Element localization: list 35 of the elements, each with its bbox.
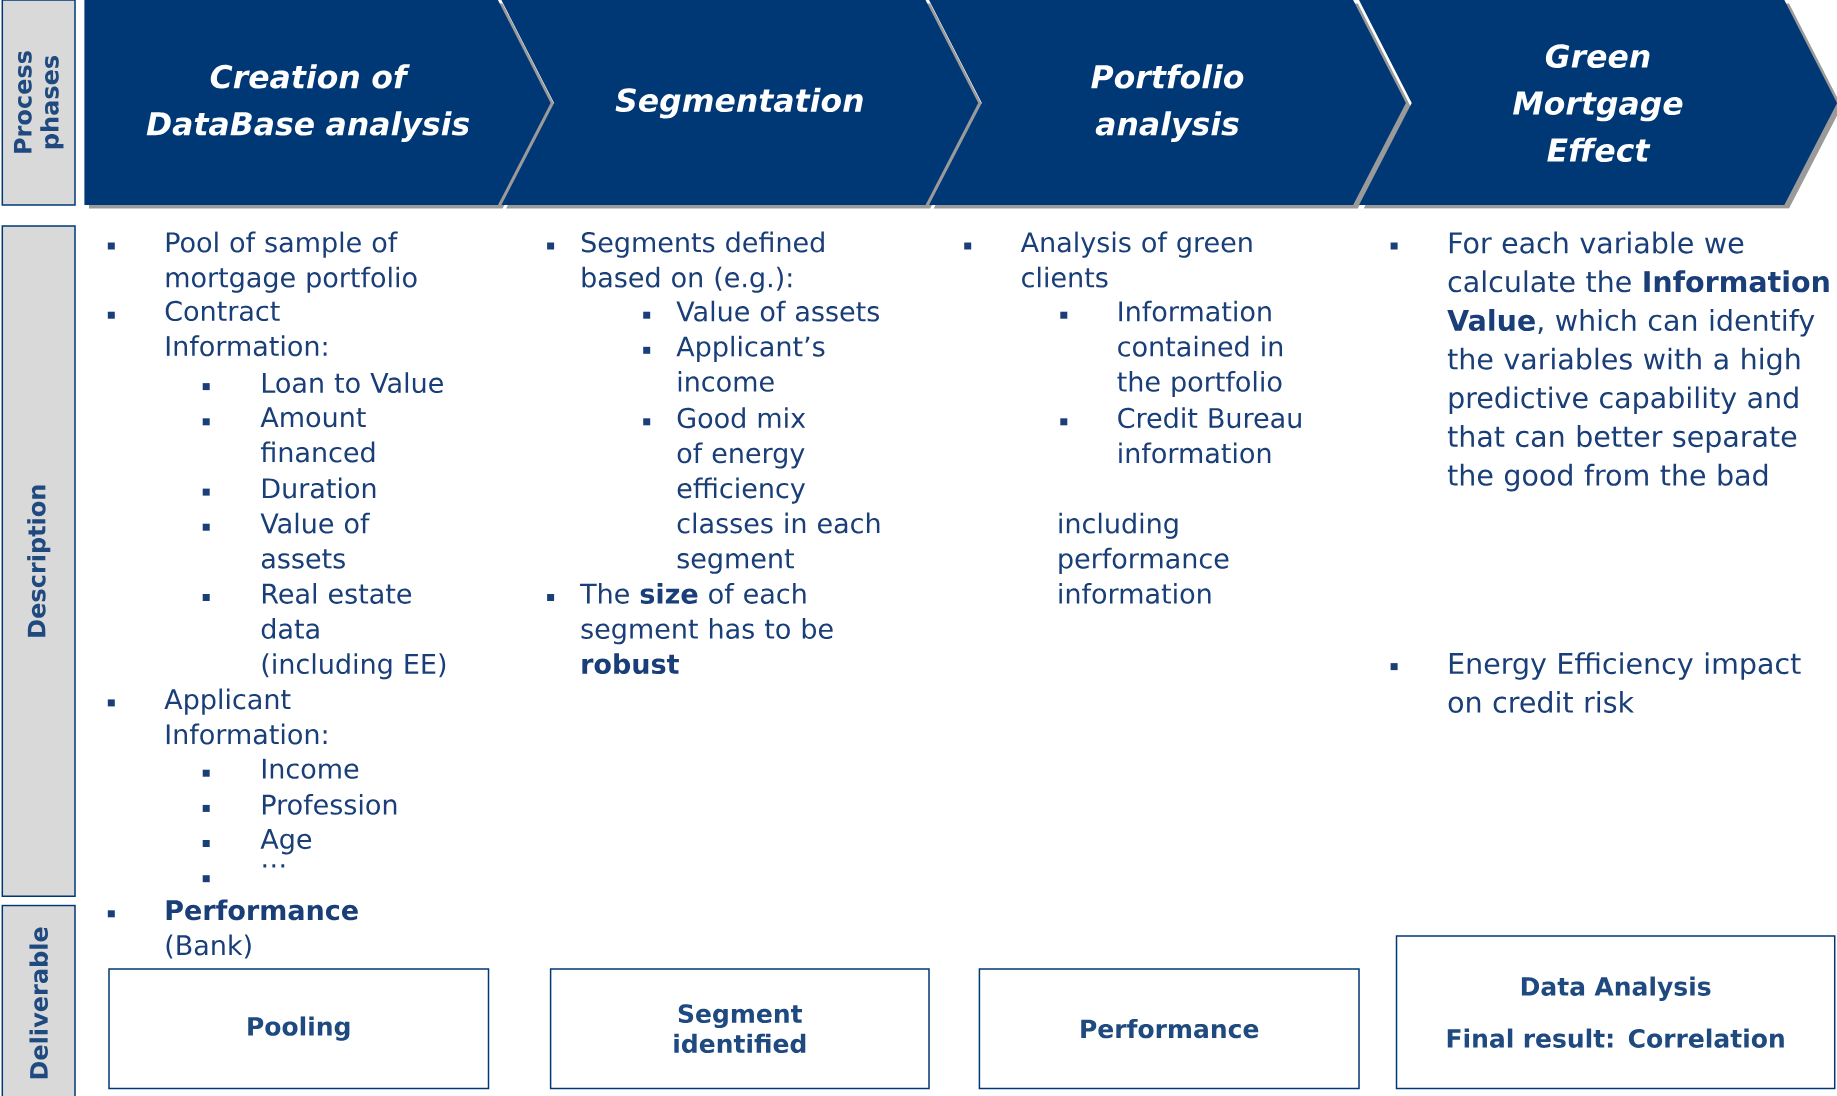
side-band: Process phases [1, 0, 76, 206]
phase-header: Green Mortgage Effect [1359, 0, 1837, 209]
bullet-text: For each variable we calculate the Information Value, which can identify the variables with a high predictive capability and that can better separate the good from the bad [1447, 231, 1829, 492]
bullet-text: Analysis of green clients [1020, 231, 1252, 288]
node-label: Segmentation [615, 87, 863, 119]
deliverable-box: Segment identified [549, 968, 930, 1090]
phase-header: Segmentation [501, 0, 983, 209]
bullet-text: Credit Bureau information [1118, 407, 1301, 464]
bullet-text: Value of assets [676, 300, 879, 322]
phase-header: Portfolio analysis [929, 0, 1411, 209]
bullet-text: Contract Information: [165, 300, 327, 357]
bullet-text: Value of assets [260, 512, 370, 569]
bullet-text: Loan to Value [262, 372, 443, 394]
bullet-text: Applicant Information: [164, 688, 327, 745]
bullet-text: including performance information [1059, 512, 1229, 604]
bullet-text: Duration [262, 477, 376, 499]
phase-header: Creation of DataBase analysis [84, 0, 556, 209]
bullet-text: Income [262, 758, 359, 779]
side-band: Deliverable [1, 904, 76, 1096]
deliverable-box: Data Analysis Final result: Correlation [1395, 935, 1836, 1090]
bullet-text: Age [260, 829, 312, 855]
bullet-text: … [263, 864, 285, 868]
bullet-text: The size of each segment has to be robust [580, 583, 833, 675]
bullet-text: Real estate data (including EE) [261, 583, 446, 680]
bullet-text: Applicant’s income [676, 335, 825, 392]
bullet-text: Profession [262, 793, 397, 815]
deliverable-box: Performance [978, 968, 1360, 1090]
bullet-text: Energy Efficiency impact on credit risk [1448, 652, 1801, 713]
node-label: Green Mortgage Effect [1513, 44, 1683, 163]
deliverable-box: Pooling [108, 968, 490, 1090]
bullet-text: Information contained in the portfolio [1117, 300, 1283, 398]
bullet-text: Amount financed [260, 407, 375, 463]
side-band: Description [1, 225, 76, 897]
bullet-text: Segments defined based on (e.g.): [581, 231, 824, 293]
node-label: Portfolio analysis [1091, 64, 1244, 142]
